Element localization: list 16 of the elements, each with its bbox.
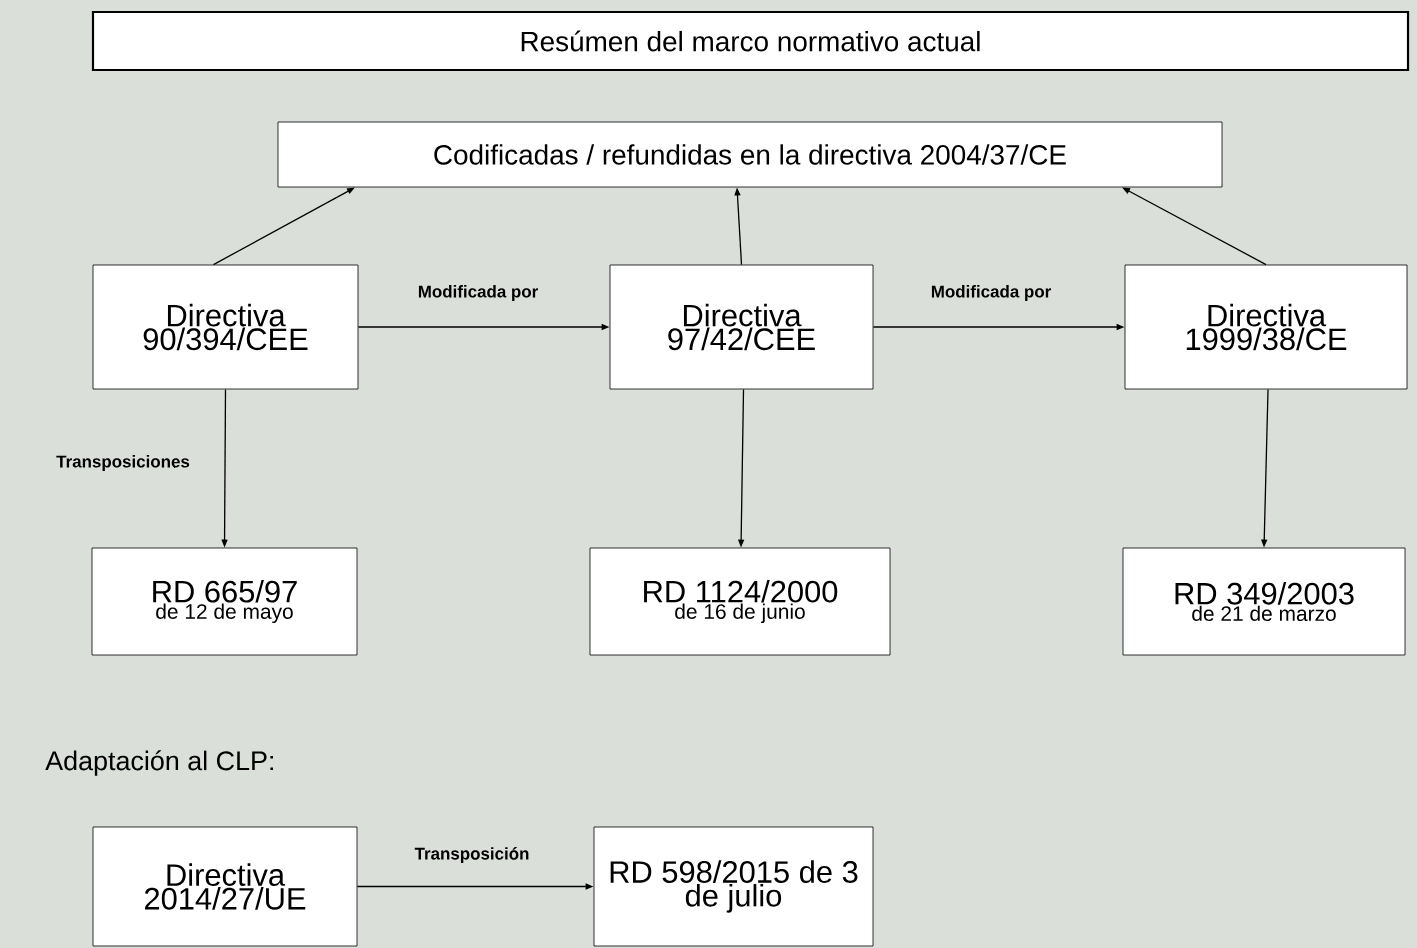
process-box: RD 598/2015 de 3 de julio xyxy=(593,826,874,947)
process-box: RD 665/97 de 12 de mayo xyxy=(91,547,358,656)
arrow xyxy=(212,187,355,266)
edge-label: Modificada por xyxy=(418,285,538,301)
process-box: RD 1124/2000 de 16 de junio xyxy=(589,547,891,656)
section-heading: Adaptación al CLP: xyxy=(45,750,273,776)
process-box: Resúmen del marco normativo actual xyxy=(91,10,1410,72)
process-box: Directiva 90/394/CEE xyxy=(92,264,359,390)
edge-label: Transposiciones xyxy=(56,455,190,471)
process-box: Directiva 2014/27/UE xyxy=(92,826,358,947)
process-box: RD 349/2003 de 21 de marzo xyxy=(1122,547,1406,656)
edge-label: Transposición xyxy=(414,847,529,863)
edge-label: Modificada por xyxy=(931,285,1051,301)
process-box: Codificadas / refundidas en la directiva 2004/37/CE xyxy=(277,121,1223,188)
process-box: Directiva 1999/38/CE xyxy=(1124,264,1408,390)
process-box: Directiva 97/42/CEE xyxy=(609,264,874,390)
